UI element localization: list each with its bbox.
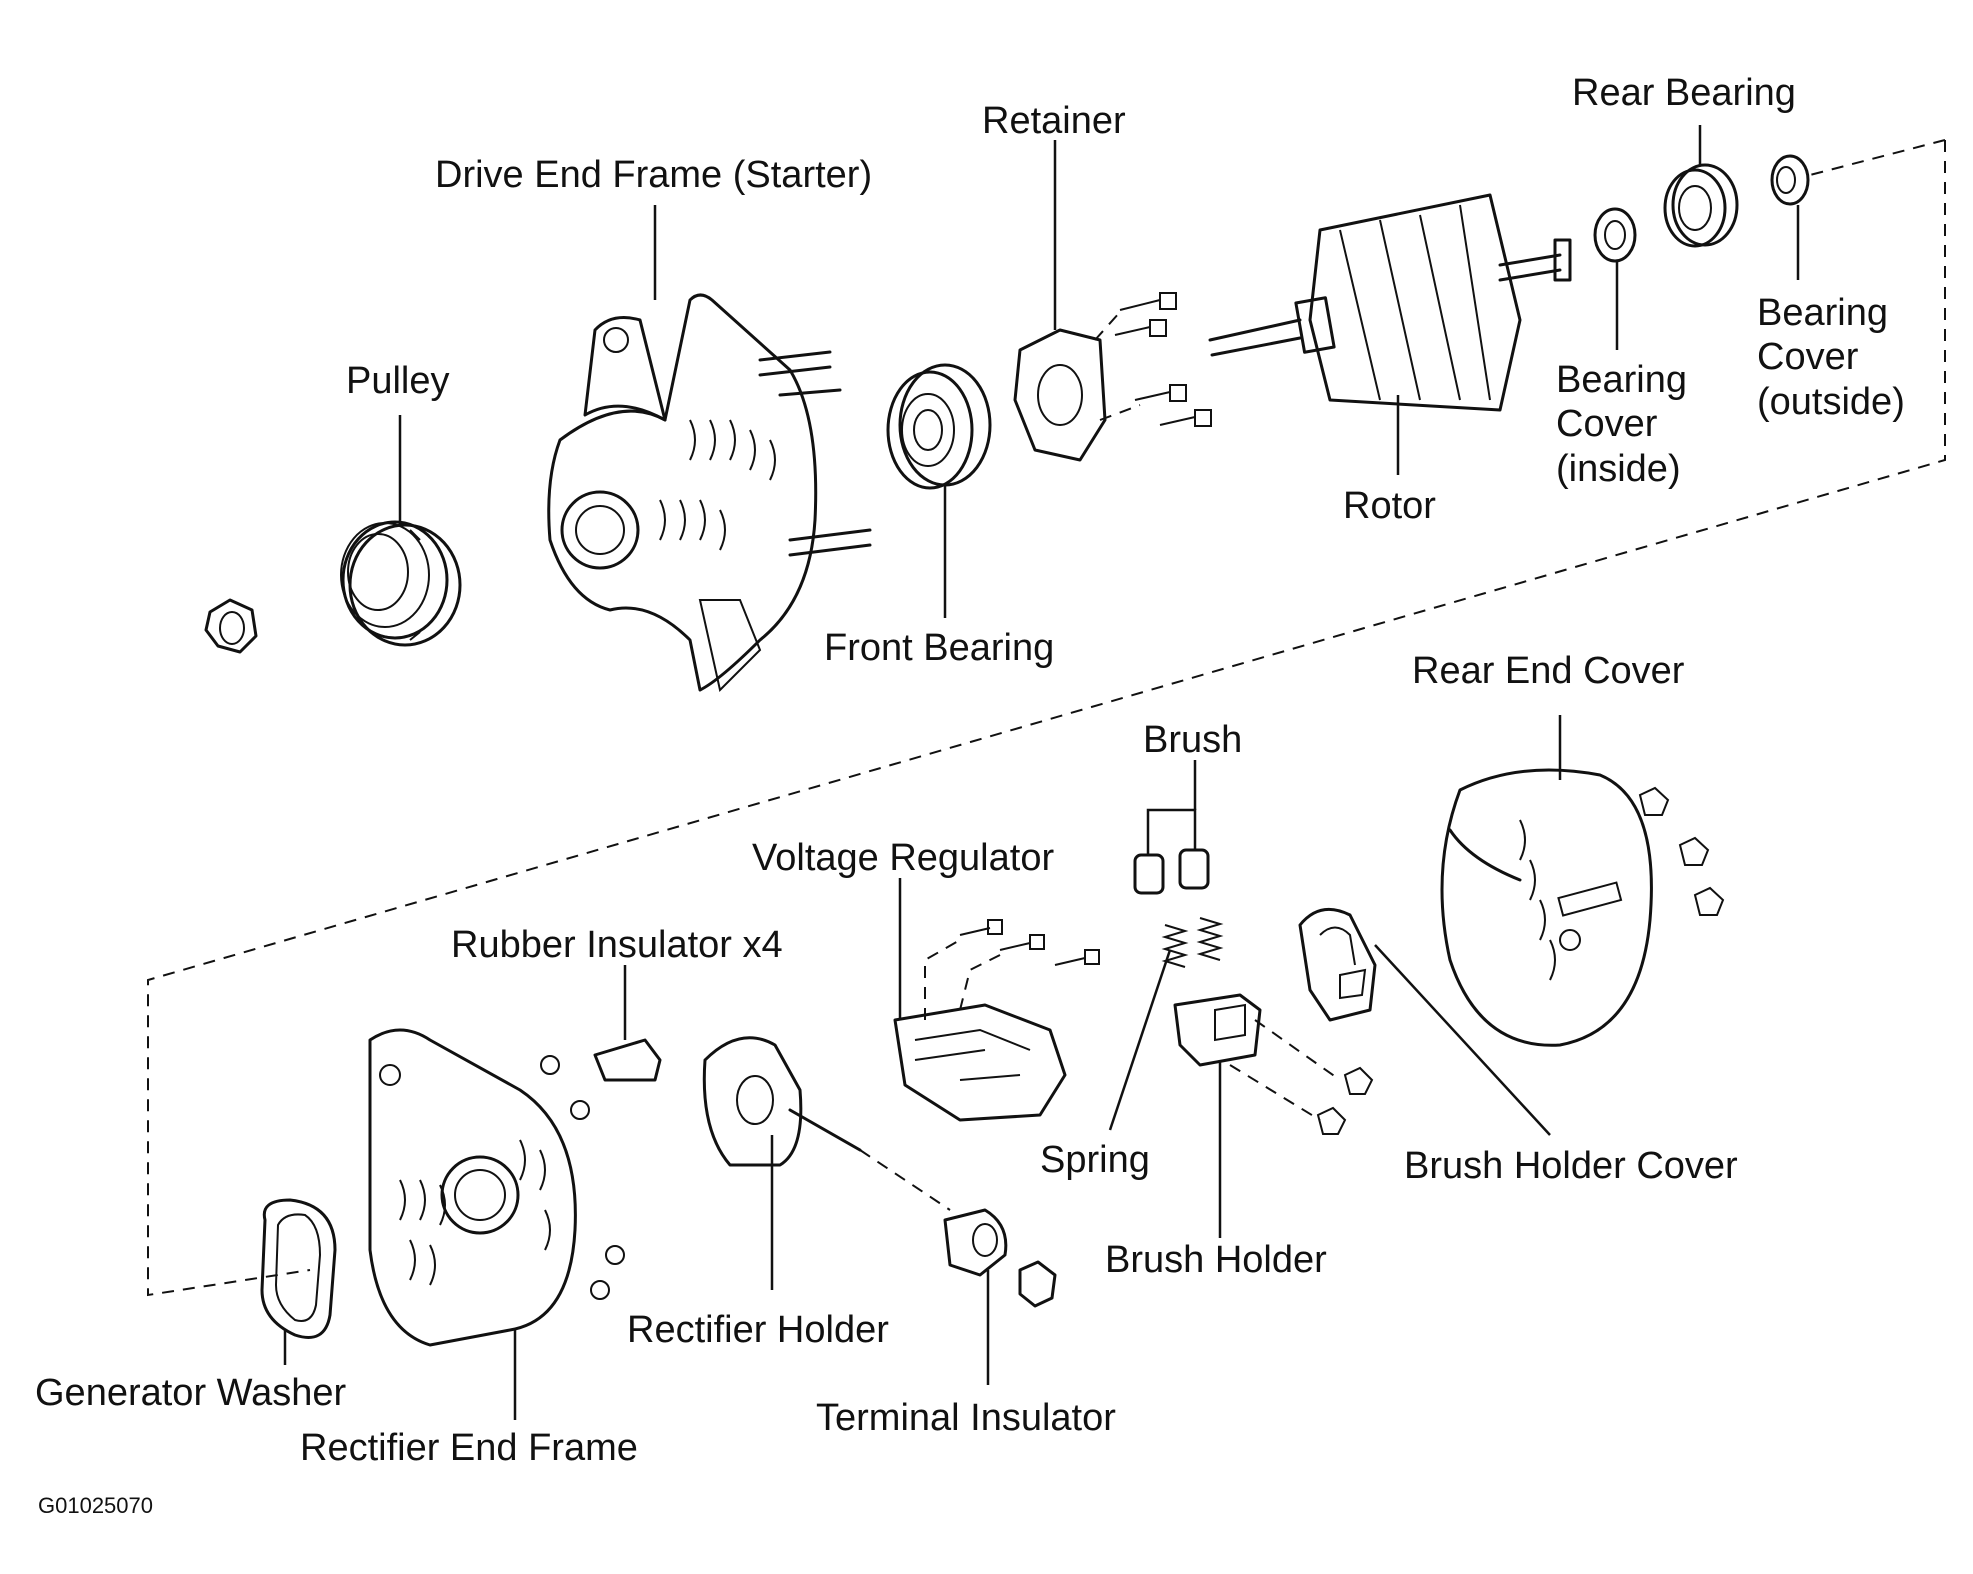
rectifier-end-frame-part [368,1028,625,1347]
label-terminal-insulator: Terminal Insulator [816,1397,1116,1439]
rear-bearing-part [1663,163,1739,248]
brush-holder-cover-part [1298,907,1377,1022]
label-rectifier-end-frame: Rectifier End Frame [300,1427,638,1469]
rear-end-cover-part [1440,768,1725,1047]
label-rear-end-cover: Rear End Cover [1412,650,1685,692]
voltage-regulator-part [893,919,1100,1122]
terminal-insulator-part [943,1208,1057,1308]
pulley-nut [204,598,258,654]
label-brush: Brush [1143,719,1242,761]
label-bearing-cover-outside-1: Bearing [1757,292,1888,334]
label-drive-end-frame: Drive End Frame (Starter) [435,154,872,196]
rectifier-holder-part [702,1036,951,1211]
label-rectifier-holder: Rectifier Holder [627,1309,889,1351]
label-rubber-insulator: Rubber Insulator x4 [451,924,783,966]
brush-part [1133,848,1210,895]
label-generator-washer: Generator Washer [35,1372,347,1414]
label-bearing-cover-inside-1: Bearing [1556,359,1687,401]
bearing-cover-outside-part [1770,154,1810,206]
label-bearing-cover-inside-3: (inside) [1556,448,1681,490]
generator-washer-part [260,1198,337,1339]
label-rear-bearing: Rear Bearing [1572,72,1796,114]
label-front-bearing: Front Bearing [824,627,1054,669]
rotor-part [1208,193,1572,412]
label-brush-holder: Brush Holder [1105,1239,1327,1281]
front-bearing-part [886,363,992,490]
figure-code: G01025070 [38,1493,153,1518]
label-brush-holder-cover: Brush Holder Cover [1404,1145,1738,1187]
label-rotor: Rotor [1343,485,1436,527]
bearing-cover-inside-part [1593,207,1637,263]
rubber-insulator-part [593,1038,662,1082]
label-spring: Spring [1040,1139,1150,1181]
retainer-part [1013,292,1212,462]
pulley-part [340,520,462,647]
assembly-boundary [147,140,1946,1297]
brush-holder-part [1173,993,1374,1135]
label-retainer: Retainer [982,100,1126,142]
label-bearing-cover-inside-2: Cover [1556,403,1658,445]
label-bearing-cover-outside-2: Cover [1757,336,1859,378]
label-bearing-cover-outside-3: (outside) [1757,381,1905,423]
label-voltage-regulator: Voltage Regulator [752,837,1054,879]
label-pulley: Pulley [346,360,450,402]
leader-lines [283,125,1800,1420]
drive-end-frame-part [547,293,872,692]
spring-part [1161,917,1224,968]
